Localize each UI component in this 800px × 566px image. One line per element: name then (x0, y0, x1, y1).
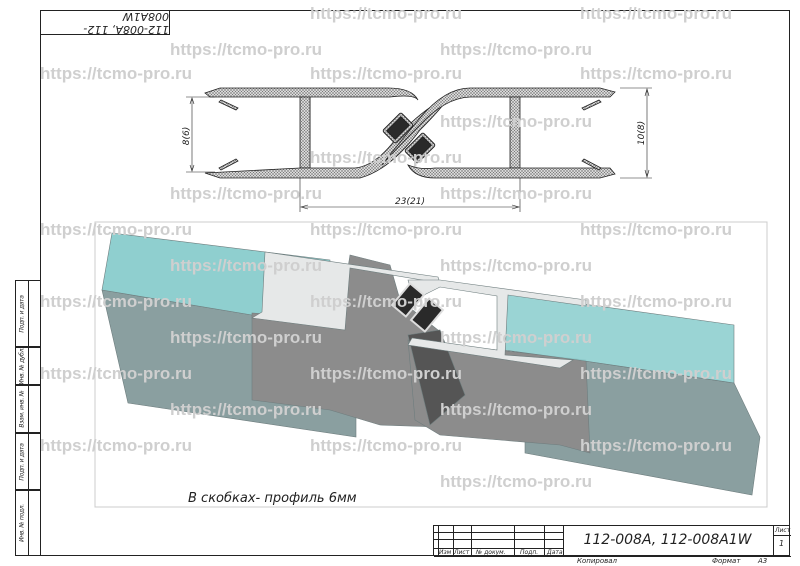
profile-left-bottom-flange (204, 94, 452, 179)
format-value: А3 (758, 557, 768, 565)
profile-left-web (299, 96, 311, 169)
profile-right-web (509, 96, 521, 169)
side-stamp-dup-inv: Инв. № дубл. (15, 347, 40, 385)
render-magnet-upper (390, 282, 426, 318)
dimension-height-right: 10(8) (637, 121, 647, 145)
format-label: Формат (712, 557, 741, 565)
header-change: Изм (439, 549, 452, 556)
sheet-label: Лист (775, 527, 791, 534)
right-profile-flange (407, 279, 587, 369)
render-frame (94, 221, 768, 508)
rotated-designation-box: 112-008A, 112-008A1W (40, 10, 170, 36)
title-block: Изм Лист № докум. Подп. Дата 112-008A, 1… (433, 525, 791, 557)
left-profile-flange (251, 251, 441, 331)
header-sheet: Лист (454, 549, 470, 556)
header-signature: Подп. (520, 549, 539, 556)
magnet-upper-core (385, 115, 411, 141)
side-stamp-sign-date-2: Подп. и дата (15, 433, 40, 490)
header-date: Дата (547, 549, 563, 556)
drawing-frame (40, 10, 790, 556)
magnet-lower-core (407, 135, 433, 161)
right-bottom-clip (581, 158, 602, 171)
copied-label: Копировал (577, 557, 617, 565)
render-magnet-lower (409, 297, 445, 333)
right-top-clip (581, 99, 602, 111)
profile-right-top-flange (381, 87, 616, 166)
render-3d (101, 232, 761, 496)
left-bottom-clip (218, 158, 239, 171)
drawing-title: 112-008A, 112-008A1W (583, 532, 752, 548)
left-top-clip (218, 99, 239, 111)
center-seal (407, 329, 466, 426)
header-doc-number: № докум. (476, 549, 506, 556)
render-caption: В скобках- профиль 6мм (188, 491, 357, 506)
sheet-number: 1 (779, 539, 785, 548)
side-stamp-sign-date-1: Подп. и дата (15, 280, 40, 347)
side-stamp-orig-inv: Инв. № подл. (15, 490, 40, 556)
dimension-height-left: 8(6) (182, 127, 192, 145)
dimension-width: 23(21) (395, 197, 425, 207)
profile-right-bottom-flange (407, 164, 616, 179)
magnets (382, 112, 436, 164)
side-stamp-replace-inv: Взам. инв. № (15, 385, 40, 433)
